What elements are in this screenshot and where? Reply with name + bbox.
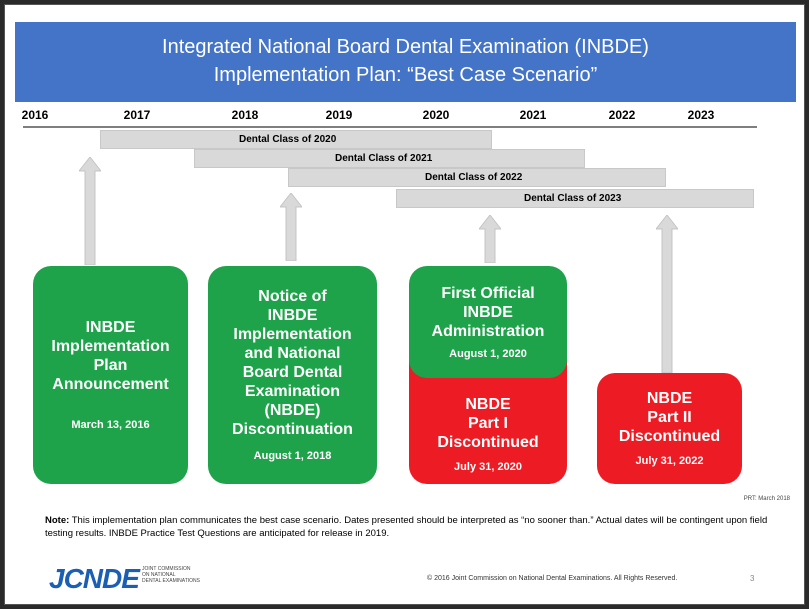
year-label: 2019: [325, 108, 353, 122]
year-label: 2022: [608, 108, 636, 122]
title-line-1: Integrated National Board Dental Examina…: [162, 36, 649, 58]
class-bar-2023: Dental Class of 2023: [396, 189, 754, 208]
milestone-title: Notice of INBDE Implementation and Natio…: [232, 288, 353, 438]
revision-label: PRT: March 2018: [743, 496, 790, 502]
year-label: 2018: [231, 108, 259, 122]
copyright-text: © 2016 Joint Commission on National Dent…: [427, 575, 678, 582]
up-arrow-icon: [479, 215, 501, 263]
up-arrow-icon: [280, 193, 302, 261]
class-bar-2022: Dental Class of 2022: [288, 168, 666, 187]
title-line-2: Implementation Plan: “Best Case Scenario…: [213, 64, 598, 86]
jcnde-logo: JCNDE: [49, 563, 140, 594]
milestone-date: August 1, 2018: [253, 450, 332, 462]
up-arrow-icon: [656, 215, 678, 373]
milestone-nbde-part2-discontinued: NBDE Part II Discontinued July 31, 2022: [597, 373, 742, 484]
up-arrow-icon: [79, 157, 101, 265]
class-bar-label: Dental Class of 2023: [524, 193, 622, 204]
milestone-inbde-announcement: INBDE Implementation Plan Announcement M…: [33, 266, 188, 484]
milestone-title: INBDE Implementation Plan Announcement: [51, 319, 170, 393]
jcnde-logo-subtitle: JOINT COMMISSION ON NATIONAL DENTAL EXAM…: [142, 566, 200, 584]
page-number: 3: [750, 574, 755, 583]
note-label: Note:: [45, 515, 70, 526]
class-bar-label: Dental Class of 2021: [335, 153, 433, 164]
year-label: 2021: [519, 108, 547, 122]
year-label: 2020: [422, 108, 450, 122]
milestone-title: NBDE Part II Discontinued: [618, 390, 721, 445]
milestone-title: First Official INBDE Administration: [431, 284, 545, 340]
milestone-date: July 31, 2022: [635, 455, 704, 467]
milestone-date: March 13, 2016: [71, 419, 150, 431]
note-body: This implementation plan communicates th…: [45, 515, 768, 539]
milestone-nbde-discontinuation-notice: Notice of INBDE Implementation and Natio…: [208, 266, 377, 484]
year-label: 2023: [687, 108, 715, 122]
milestone-date: August 1, 2020: [449, 347, 527, 360]
milestone-title: NBDE Part I Discontinued: [437, 396, 539, 451]
note-text: Note: This implementation plan communica…: [45, 514, 785, 540]
timeline-rule: [23, 126, 757, 128]
class-bar-2021: Dental Class of 2021: [194, 149, 585, 168]
milestone-first-inbde-administration: First Official INBDE Administration Augu…: [409, 266, 567, 378]
slide: Integrated National Board Dental Examina…: [4, 4, 805, 605]
title-banner: Integrated National Board Dental Examina…: [15, 22, 796, 102]
year-label: 2017: [123, 108, 151, 122]
milestone-date: July 31, 2020: [454, 461, 522, 473]
class-bar-label: Dental Class of 2022: [425, 172, 523, 183]
year-label: 2016: [21, 108, 49, 122]
class-bar-2020: Dental Class of 2020: [100, 130, 492, 149]
class-bar-label: Dental Class of 2020: [239, 134, 337, 145]
